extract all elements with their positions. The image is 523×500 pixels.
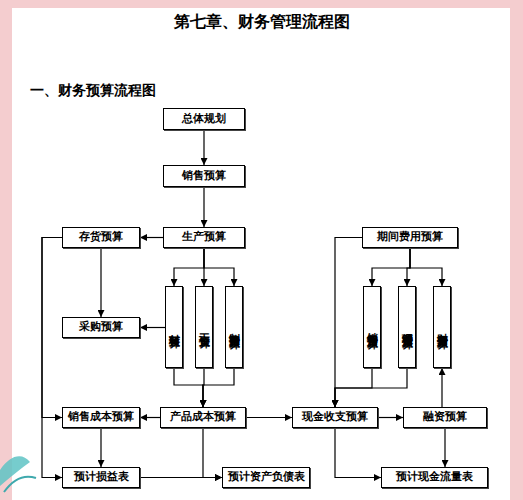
section-heading: 一、财务预算流程图: [30, 82, 156, 100]
ribbon-shape: [0, 456, 30, 486]
box-label: 销售费用预算: [366, 324, 378, 330]
process-box: 制造费用预算: [225, 286, 243, 368]
process-box: 销售费用预算: [363, 286, 381, 368]
flow-arrow: [100, 248, 101, 317]
flow-arrow: [203, 187, 204, 227]
box-label: 管理费用预算: [401, 324, 413, 330]
process-box: 产品成本预算: [160, 407, 246, 428]
process-box: 销售成本预算: [62, 407, 140, 428]
flow-arrow: [378, 417, 403, 418]
box-label: 期间费用预算: [377, 231, 443, 243]
process-box: 总体规划: [163, 108, 245, 130]
box-label: 材料预算: [168, 325, 180, 329]
flow-arrow: [140, 327, 165, 328]
box-label: 预计现金流量表: [396, 471, 473, 483]
process-box: 预计资产负债表: [222, 467, 310, 488]
box-label: 工资预算: [198, 325, 210, 329]
process-box: 现金收支预算: [292, 407, 378, 428]
box-label: 预计资产负债表: [228, 471, 305, 483]
box-label: 生产预算: [182, 231, 226, 243]
box-label: 总体规划: [182, 113, 226, 125]
process-box: 存货预算: [62, 227, 140, 248]
box-label: 预计损益表: [74, 471, 129, 483]
flow-arrow: [335, 368, 407, 407]
process-box: 生产预算: [163, 227, 245, 248]
flow-arrow: [410, 248, 442, 286]
process-box: 期间费用预算: [362, 227, 458, 248]
flow-arrow: [203, 368, 234, 407]
flow-arrow: [203, 428, 222, 478]
process-box: 管理费用预算: [398, 286, 416, 368]
flow-arrow: [335, 238, 362, 408]
box-label: 销售预算: [182, 170, 226, 182]
box-label: 产品成本预算: [170, 411, 236, 423]
process-box: 融资预算: [403, 407, 487, 428]
ribbon-curl: [4, 477, 36, 492]
process-box: 采购预算: [62, 317, 140, 338]
box-label: 存货预算: [79, 231, 123, 243]
flow-arrow: [444, 428, 445, 467]
process-box: 材料预算: [165, 286, 183, 368]
process-box: 销售预算: [163, 165, 245, 187]
flow-arrow: [174, 368, 203, 407]
diagram-title: 第七章、财务管理流程图: [0, 12, 523, 33]
flow-arrow: [140, 237, 163, 238]
flow-arrow: [100, 428, 101, 467]
flow-arrow: [372, 248, 410, 286]
flow-arrow: [204, 248, 234, 286]
process-box: 财务费用预算: [433, 286, 451, 368]
box-label: 制造费用预算: [228, 324, 240, 330]
flow-arrow: [140, 417, 160, 418]
flow-arrow: [42, 238, 62, 418]
flow-arrow: [140, 477, 222, 478]
process-box: 工资预算: [195, 286, 213, 368]
process-box: 预计现金流量表: [381, 467, 488, 488]
box-label: 融资预算: [423, 411, 467, 423]
process-box: 预计损益表: [62, 467, 140, 488]
box-label: 采购预算: [79, 321, 123, 333]
flow-arrow: [203, 130, 204, 165]
box-label: 财务费用预算: [436, 324, 448, 330]
flow-arrow: [441, 368, 442, 407]
box-label: 销售成本预算: [68, 411, 134, 423]
box-label: 现金收支预算: [302, 411, 368, 423]
flow-arrow: [42, 238, 62, 478]
flow-arrow: [335, 428, 381, 478]
flow-arrow: [246, 417, 292, 418]
flow-arrow: [174, 248, 204, 286]
